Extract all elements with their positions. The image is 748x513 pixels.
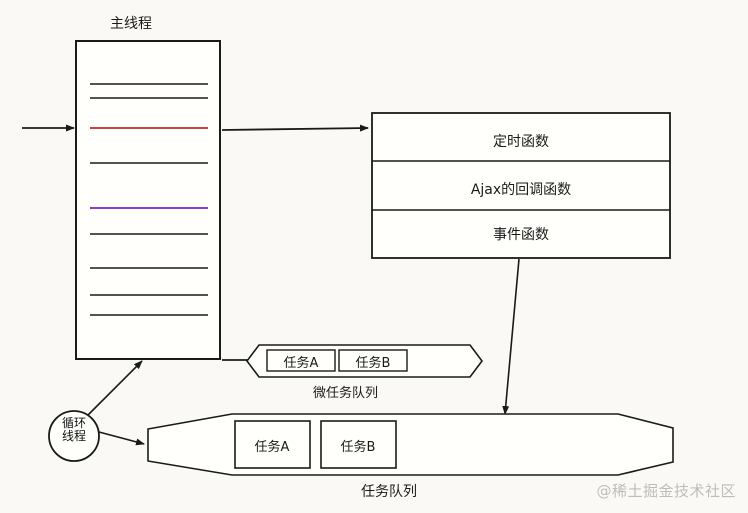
- loop-thread-circle: [48, 410, 100, 462]
- arrow-functions-to-task-queue: [502, 258, 520, 415]
- microtask-queue-caption: 微任务队列: [313, 386, 379, 401]
- function-row-ajax-label: Ajax的回调函数: [470, 182, 572, 198]
- microtask-task-a-label: 任务A: [283, 356, 319, 371]
- task-queue-task-b-label: 任务B: [340, 440, 376, 455]
- loop-thread-label: 循环 线程: [52, 417, 96, 443]
- task-queue-task-a-box: [234, 420, 311, 469]
- loop-thread-label-line2: 线程: [61, 429, 86, 443]
- arrow-loop-thread-to-task-queue: [98, 431, 145, 446]
- main-thread-box: [75, 40, 221, 360]
- task-queue-shape: [147, 413, 674, 476]
- function-row-event-label: 事件函数: [493, 227, 549, 243]
- arrow-main-thread-to-functions: [221, 124, 369, 132]
- microtask-task-b-box: [338, 349, 408, 372]
- task-queue-task-a-label: 任务A: [254, 440, 290, 455]
- task-queue-caption: 任务队列: [361, 484, 417, 500]
- task-queue-task-b-box: [320, 420, 397, 469]
- microtask-task-b-label: 任务B: [355, 356, 391, 371]
- main-thread-title: 主线程: [110, 16, 152, 32]
- microtask-task-a-box: [266, 349, 336, 372]
- loop-thread-label-line1: 循环: [61, 416, 86, 430]
- functions-box: [371, 112, 671, 259]
- function-row-timer-label: 定时函数: [493, 134, 549, 150]
- main-thread-lines: [90, 83, 208, 316]
- arrow-loop-thread-to-main-thread: [87, 360, 143, 416]
- watermark-text: @稀土掘金技术社区: [596, 482, 736, 500]
